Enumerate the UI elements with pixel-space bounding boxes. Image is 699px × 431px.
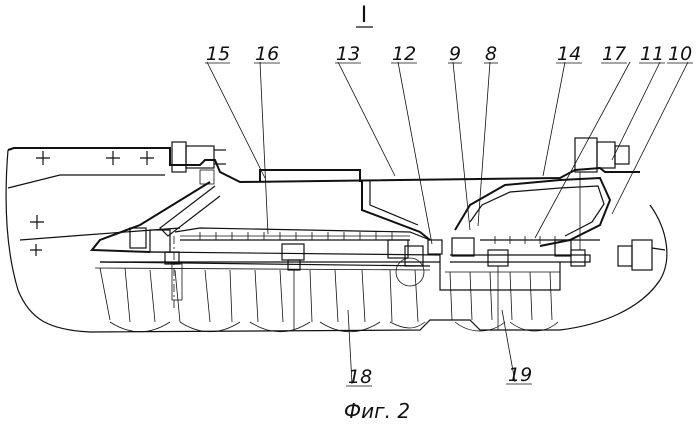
axis-lines xyxy=(174,172,360,310)
callout-underlines xyxy=(205,63,693,386)
callout-14: 14 xyxy=(557,43,581,65)
blade-row-19 xyxy=(445,272,560,331)
callout-15: 15 xyxy=(206,43,230,65)
figure-caption: Фиг. 2 xyxy=(344,399,410,423)
callout-13: 13 xyxy=(336,43,360,65)
section-mark: I xyxy=(361,3,368,28)
callout-9: 9 xyxy=(449,43,461,65)
top-left-bolt xyxy=(172,142,226,184)
leader-lines xyxy=(207,62,688,384)
callout-11: 11 xyxy=(640,43,664,65)
callout-10: 10 xyxy=(668,43,692,65)
callout-8: 8 xyxy=(485,43,497,65)
fastener-group-mid xyxy=(282,244,304,330)
bolt-right-lower xyxy=(618,240,665,270)
callout-18: 18 xyxy=(348,366,372,388)
callout-17: 17 xyxy=(602,43,626,65)
callout-12: 12 xyxy=(392,43,416,65)
callout-labels: 15 16 13 12 9 8 14 17 11 10 18 19 xyxy=(206,43,692,388)
fastener-group-right xyxy=(388,240,442,286)
callout-19: 19 xyxy=(508,364,532,386)
blade-row-18 xyxy=(95,268,430,332)
casing-plus-marks xyxy=(30,151,154,256)
callout-16: 16 xyxy=(255,43,279,65)
